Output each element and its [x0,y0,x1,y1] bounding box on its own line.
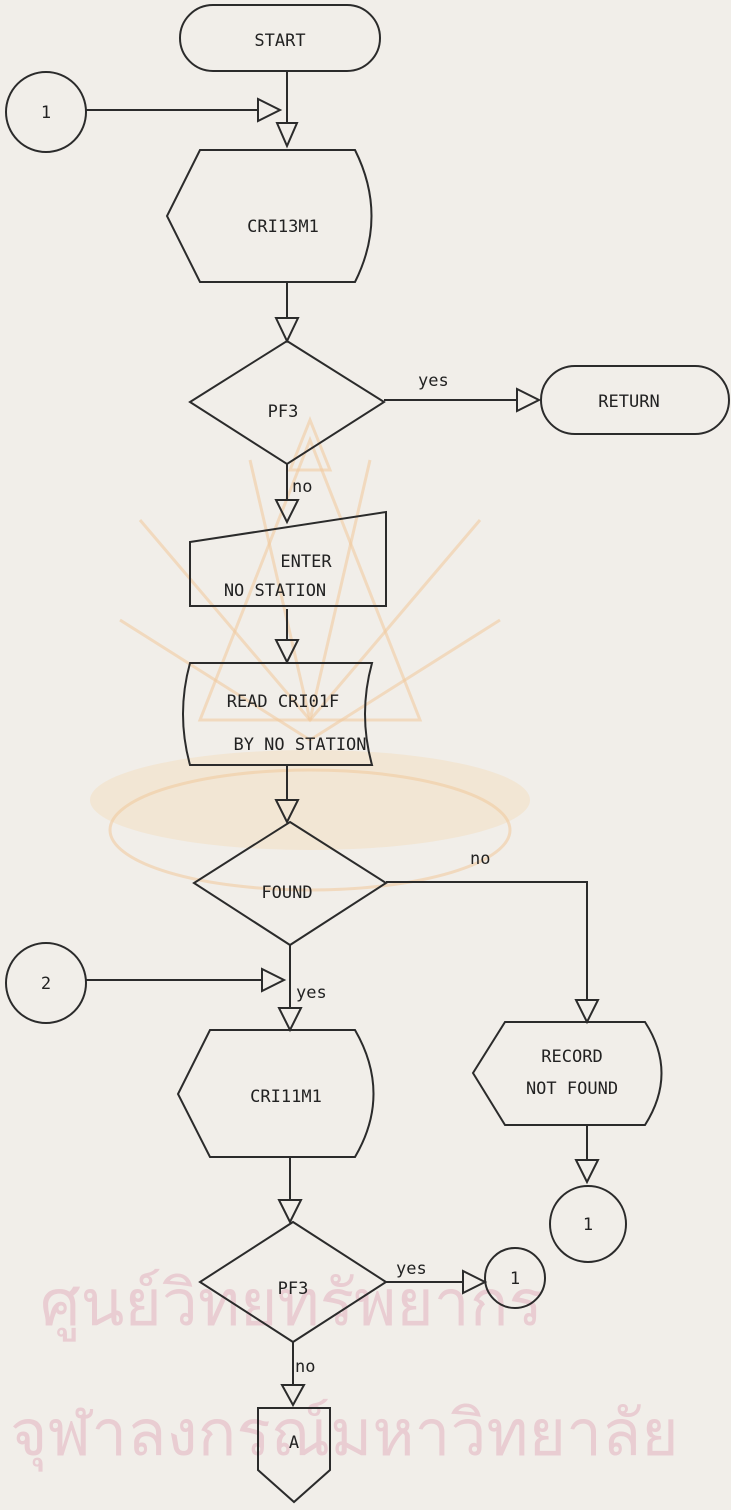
decision-diamond [198,1220,388,1344]
decision-label: PF3 [278,1279,309,1299]
manual-input-line-2: NO STATION [224,581,326,601]
stored-data-shape [182,662,374,766]
return-terminator [540,365,730,435]
display-shape [471,1021,663,1126]
start-terminator [179,4,381,72]
connector-label: 1 [583,1215,593,1235]
connector-circle [5,942,87,1024]
pf3-first-yes-label: yes [418,371,449,391]
display-shape [176,1029,375,1158]
pf3-second-yes-label: yes [396,1259,427,1279]
stored-data-line-1: READ CRI01F [227,692,340,712]
display-label: CRI11M1 [250,1087,322,1107]
decision-label: PF3 [268,402,299,422]
found-yes-label: yes [296,983,327,1003]
decision-label: FOUND [261,883,312,903]
pf3-first-no-label: no [292,477,312,497]
connector-circle [484,1247,546,1309]
node-pf3-first: PF3 [188,339,386,466]
watermark-emblem [90,415,530,892]
node-connector-1-right: 1 [549,1185,627,1263]
stored-data-line-2: BY NO STATION [233,735,366,755]
node-start: START [179,4,381,72]
node-return: RETURN [540,365,730,435]
connector-circle [5,71,87,153]
start-label: START [254,31,305,51]
connector-label: 2 [41,974,51,994]
node-record-not-found: RECORD NOT FOUND [471,1021,663,1126]
node-found: FOUND [192,820,388,947]
manual-input-shape [189,510,387,607]
display-line-1: RECORD [541,1047,602,1067]
watermark-line-1: ศูนย์วิทยทรัพยากร [40,1267,543,1342]
edge-labels: yes no no yes yes no [292,371,490,1377]
connector-label: 1 [510,1269,520,1289]
return-label: RETURN [598,392,659,412]
pf3-second-no-label: no [295,1357,315,1377]
node-connector-2: 2 [5,942,87,1024]
node-read: READ CRI01F BY NO STATION [182,662,374,766]
connector-label: 1 [41,103,51,123]
node-connector-1-bottom: 1 [484,1247,546,1309]
watermark-line-2: จุฬาลงกรณ์มหาวิทยาลัย [10,1397,679,1472]
display-line-2: NOT FOUND [526,1079,618,1099]
node-enter: ENTER NO STATION [189,510,387,607]
node-cri11m1: CRI11M1 [176,1029,375,1158]
display-shape [165,149,373,283]
decision-diamond [188,339,386,466]
connector-circle [549,1185,627,1263]
watermark: ศูนย์วิทยทรัพยากร จุฬาลงกรณ์มหาวิทยาลัย [10,415,679,1472]
manual-input-line-1: ENTER [280,552,332,572]
offpage-connector-label: A [289,1433,299,1453]
display-label: CRI13M1 [247,217,319,237]
edges [86,70,600,1408]
offpage-connector-shape [257,1407,331,1504]
decision-diamond [192,820,388,947]
node-cri13m1: CRI13M1 [165,149,373,283]
node-offpage-a: A [257,1407,331,1504]
found-no-label: no [470,849,490,869]
node-connector-1-top: 1 [5,71,87,153]
node-pf3-second: PF3 [198,1220,388,1344]
